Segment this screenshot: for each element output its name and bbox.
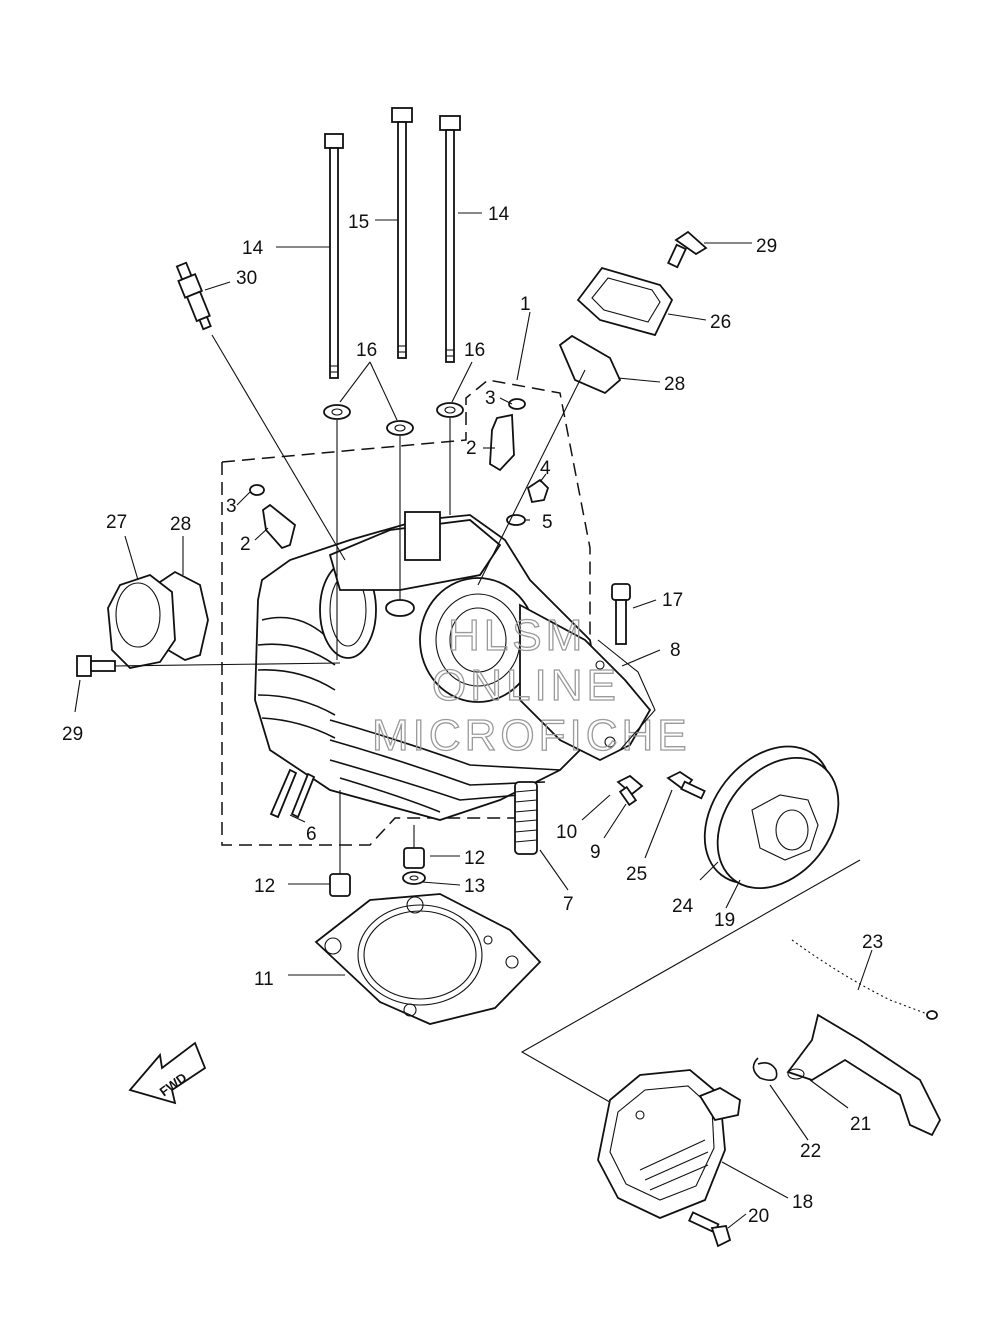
callout-28b: 28 (170, 514, 191, 535)
callout-12a: 12 (464, 848, 485, 869)
callout-7: 7 (563, 894, 574, 915)
callout-4: 4 (540, 458, 551, 479)
bolt-17 (611, 583, 631, 645)
callout-3a: 3 (485, 388, 496, 409)
callout-3b: 3 (226, 496, 237, 517)
top-right-cover (558, 230, 708, 395)
callout-22: 22 (800, 1141, 821, 1162)
callout-14b: 14 (488, 204, 510, 225)
callout-14a: 14 (242, 238, 264, 259)
side-cover-round (703, 745, 840, 890)
callout-30: 30 (236, 268, 257, 289)
callout-27: 27 (106, 512, 127, 533)
callout-13: 13 (464, 876, 485, 897)
watermark-line3: MICROFICHE (372, 711, 691, 760)
callout-11: 11 (254, 969, 274, 990)
head-bolts (323, 107, 464, 660)
cylinder-head (254, 511, 652, 821)
callout-16b: 16 (464, 340, 485, 361)
callout-19: 19 (714, 910, 735, 931)
valve-guides (249, 398, 550, 550)
callout-26: 26 (710, 312, 731, 333)
watermark-line1: HLSM (448, 611, 586, 660)
dowel-pins (329, 790, 426, 897)
callout-9: 9 (590, 842, 601, 863)
callout-2b: 2 (240, 534, 251, 555)
hose-clip (752, 1057, 778, 1081)
callout-6: 6 (306, 824, 317, 845)
callout-23: 23 (862, 932, 883, 953)
callout-labels: 1 2 2 3 3 4 5 6 7 8 9 10 11 12 12 13 14 … (62, 204, 883, 1227)
left-valve-cover (76, 570, 209, 677)
watermark-line2: ONLINE (432, 661, 620, 710)
cable-tie (791, 939, 938, 1020)
watermark: HLSM ONLINE MICROFICHE (371, 610, 691, 760)
spark-plug (175, 261, 212, 331)
breather-cover (597, 1069, 741, 1219)
callout-15: 15 (348, 212, 369, 233)
callout-18: 18 (792, 1192, 813, 1213)
head-gasket (314, 893, 542, 1025)
callout-8: 8 (670, 640, 681, 661)
breather-hose (786, 1013, 942, 1137)
callout-25: 25 (626, 864, 647, 885)
breather-bolt (688, 1211, 732, 1248)
studs (269, 768, 316, 819)
callout-10: 10 (556, 822, 577, 843)
callout-1: 1 (520, 294, 531, 315)
bolts-9-25 (616, 770, 706, 807)
callout-5: 5 (542, 512, 553, 533)
callout-29a: 29 (756, 236, 777, 257)
callout-24: 24 (672, 896, 694, 917)
callout-12b: 12 (254, 876, 275, 897)
callout-28a: 28 (664, 374, 685, 395)
callout-21: 21 (850, 1114, 871, 1135)
callout-2a: 2 (466, 438, 477, 459)
leader-lines (74, 212, 873, 1229)
callout-20: 20 (748, 1206, 769, 1227)
valve-guide-7 (514, 781, 538, 855)
callout-17: 17 (662, 590, 683, 611)
callout-29b: 29 (62, 724, 83, 745)
forward-arrow: FWD (128, 1041, 207, 1105)
callout-16a: 16 (356, 340, 377, 361)
